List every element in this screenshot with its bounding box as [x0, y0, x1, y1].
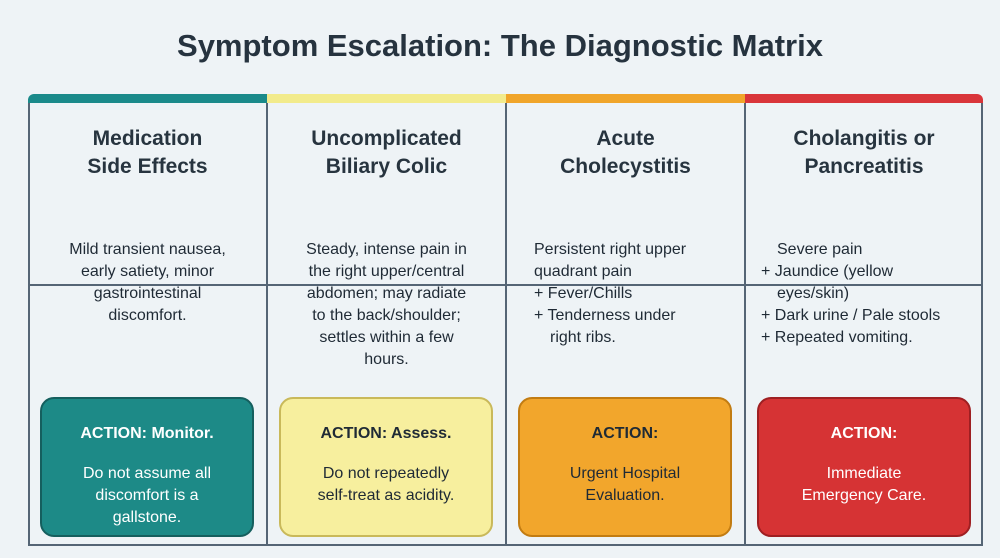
action-label: ACTION: Monitor.: [80, 425, 214, 442]
symptom-description: Mild transient nausea, early satiety, mi…: [69, 241, 226, 324]
color-bar-4: [745, 94, 983, 103]
column-medication-side-effects: Medication Side Effects Mild transient n…: [28, 103, 267, 546]
column-cholangitis-pancreatitis: Cholangitis or Pancreatitis Severe pain …: [745, 103, 983, 546]
color-bar-1: [28, 94, 267, 103]
action-box: ACTION: Immediate Emergency Care.: [757, 397, 971, 537]
column-header: Medication Side Effects: [87, 127, 208, 178]
color-bar-3: [506, 94, 745, 103]
column-acute-cholecystitis: Acute Cholecystitis Persistent right upp…: [506, 103, 745, 546]
column-divider-2: [505, 103, 507, 546]
action-box: ACTION: Urgent Hospital Evaluation.: [518, 397, 732, 537]
diagnostic-matrix: Medication Side Effects Mild transient n…: [28, 94, 983, 546]
column-header: Cholangitis or Pancreatitis: [793, 127, 935, 178]
action-box: ACTION: Assess. Do not repeatedly self-t…: [279, 397, 493, 537]
action-text: Urgent Hospital Evaluation.: [569, 465, 681, 504]
action-label: ACTION: Assess.: [320, 425, 452, 442]
symptom-description: Steady, intense pain in the right upper/…: [306, 241, 467, 368]
column-header: Uncomplicated Biliary Colic: [311, 127, 462, 178]
action-label: ACTION:: [591, 425, 659, 442]
page-title: Symptom Escalation: The Diagnostic Matri…: [177, 28, 823, 63]
column-divider-1: [266, 103, 268, 546]
color-bar-2: [267, 94, 506, 103]
action-text: Do not assume all discomfort is a gallst…: [82, 465, 212, 526]
column-biliary-colic: Uncomplicated Biliary Colic Steady, inte…: [267, 103, 506, 546]
column-divider-3: [744, 103, 746, 546]
action-box: ACTION: Monitor. Do not assume all disco…: [40, 397, 254, 537]
symptom-description: Persistent right upper quadrant pain + F…: [534, 241, 687, 346]
action-text: Do not repeatedly self-treat as acidity.: [317, 465, 455, 504]
action-label: ACTION:: [830, 425, 898, 442]
action-text: Immediate Emergency Care.: [801, 465, 927, 504]
column-header: Acute Cholecystitis: [560, 127, 691, 178]
symptom-description: Severe pain + Jaundice (yellow eyes/skin…: [761, 241, 941, 346]
